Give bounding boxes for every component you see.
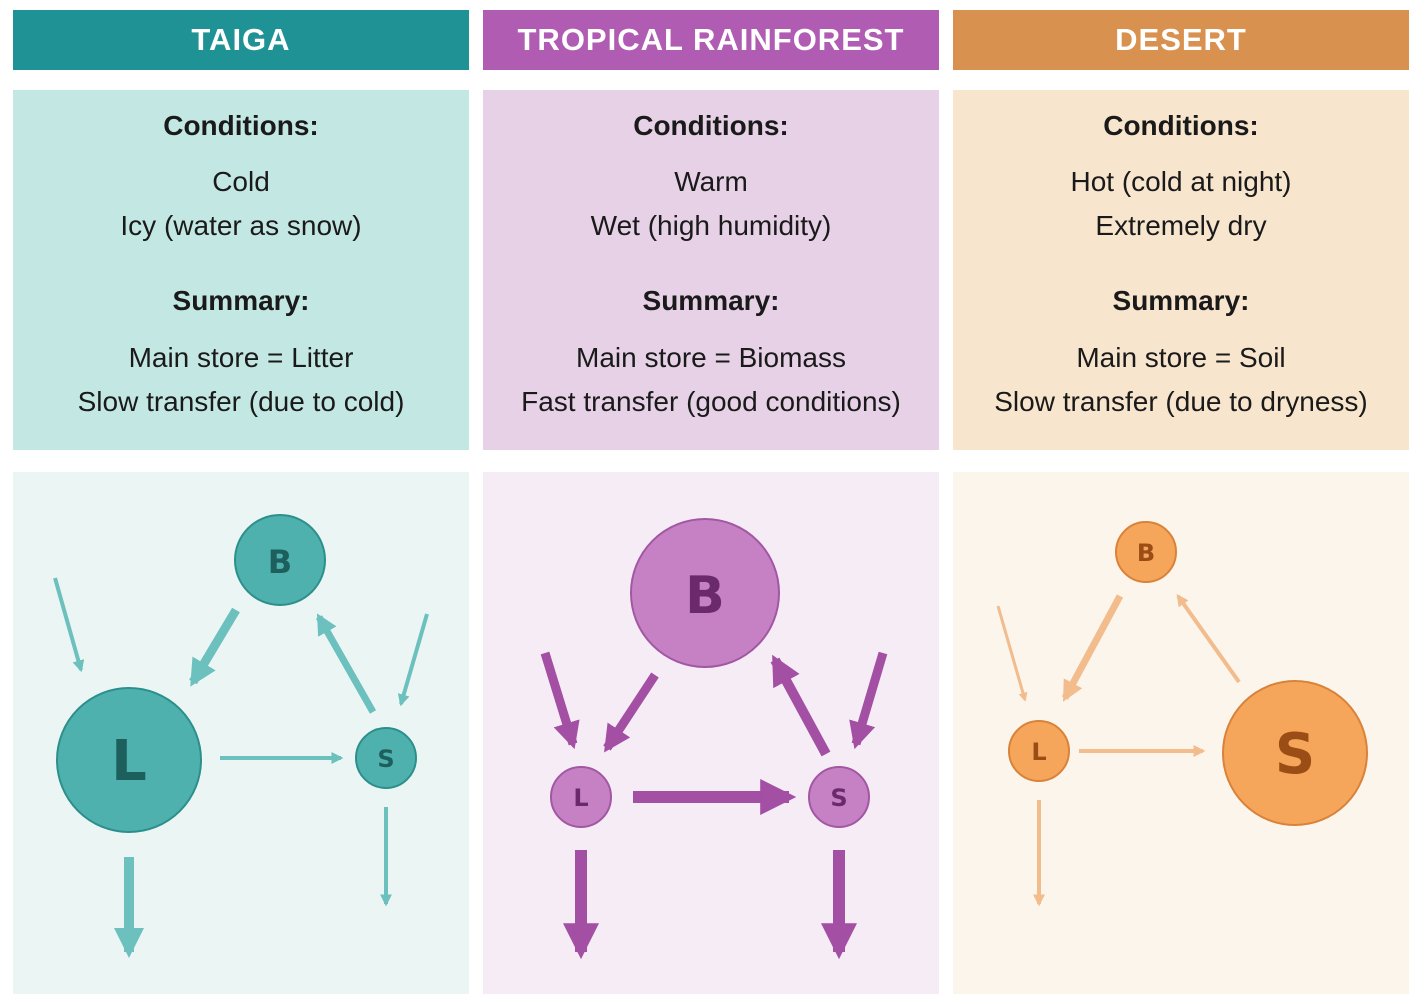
biomass-node: B — [630, 518, 780, 668]
nutrient-cycle-svg: B L S — [540, 518, 888, 960]
arrow-soil-to-biomass — [770, 654, 831, 757]
arrow-input-soil — [397, 613, 429, 707]
biome-info-panel: Conditions: Hot (cold at night) Extremel… — [953, 90, 1409, 450]
conditions-heading: Conditions: — [1103, 110, 1259, 141]
summary-line: Main store = Soil — [1076, 342, 1286, 373]
litter-node: L — [1008, 720, 1070, 782]
soil-node: S — [808, 766, 870, 828]
litter-node: L — [550, 766, 612, 828]
litter-label: L — [1031, 738, 1046, 766]
biomass-node: B — [234, 514, 326, 606]
soil-circle — [1222, 680, 1368, 826]
biome-title: TROPICAL RAINFOREST — [483, 10, 939, 70]
condition-line: Cold — [212, 166, 270, 197]
litter-label: L — [111, 729, 147, 794]
soil-label: S — [1275, 722, 1315, 787]
arrow-input-litter — [540, 651, 580, 750]
nutrient-cycle-diagram: B L S — [953, 472, 1409, 994]
soil-circle — [808, 766, 870, 828]
arrow-biomass-to-litter — [1061, 594, 1124, 702]
soil-node: S — [355, 727, 417, 789]
biomass-circle — [630, 518, 780, 668]
litter-label: L — [573, 784, 588, 812]
summary-heading: Summary: — [642, 285, 780, 316]
condition-line: Wet (high humidity) — [590, 210, 832, 241]
summary-line: Fast transfer (good conditions) — [521, 386, 901, 417]
nutrient-cycle-diagram: B L S — [483, 472, 939, 994]
biome-title: TAIGA — [13, 10, 469, 70]
litter-circle — [550, 766, 612, 828]
arrow-soil-to-biomass — [315, 613, 377, 714]
summary-line: Main store = Litter — [128, 342, 354, 373]
nutrient-cycle-diagram: B L S — [13, 472, 469, 994]
condition-line: Extremely dry — [1095, 210, 1267, 241]
arrow-soil-to-biomass — [1176, 594, 1241, 684]
biomass-label: B — [685, 566, 725, 626]
summary-heading: Summary: — [172, 285, 310, 316]
arrow-input-litter — [996, 605, 1028, 702]
biome-info-panel: Conditions: Cold Icy (water as snow) Sum… — [13, 90, 469, 450]
biomass-label: B — [1137, 539, 1155, 567]
biomass-circle — [234, 514, 326, 606]
soil-node: S — [1222, 680, 1368, 826]
litter-circle — [56, 687, 202, 833]
litter-node: L — [56, 687, 202, 833]
conditions-heading: Conditions: — [163, 110, 319, 141]
summary-heading: Summary: — [1112, 285, 1250, 316]
nutrient-cycle-svg: B L S — [996, 521, 1368, 907]
biome-info-panel: Conditions: Warm Wet (high humidity) Sum… — [483, 90, 939, 450]
condition-line: Warm — [674, 166, 748, 197]
condition-line: Hot (cold at night) — [1070, 166, 1292, 197]
nutrient-cycle-svg: B L S — [53, 514, 429, 958]
summary-line: Slow transfer (due to dryness) — [994, 386, 1368, 417]
condition-line: Icy (water as snow) — [120, 210, 362, 241]
biome-column-rainforest: TROPICAL RAINFOREST Conditions: Warm Wet… — [483, 0, 939, 1004]
arrow-biomass-to-litter — [189, 607, 240, 687]
litter-circle — [1008, 720, 1070, 782]
arrow-input-soil — [849, 651, 888, 750]
soil-label: S — [830, 784, 847, 812]
biome-column-taiga: TAIGA Conditions: Cold Icy (water as sno… — [13, 0, 469, 1004]
summary-line: Main store = Biomass — [576, 342, 846, 373]
biome-column-desert: DESERT Conditions: Hot (cold at night) E… — [953, 0, 1409, 1004]
biome-title: DESERT — [953, 10, 1409, 70]
biomass-label: B — [268, 543, 292, 581]
summary-line: Slow transfer (due to cold) — [77, 386, 405, 417]
soil-circle — [355, 727, 417, 789]
conditions-heading: Conditions: — [633, 110, 789, 141]
arrow-biomass-to-litter — [603, 672, 659, 753]
biomass-circle — [1115, 521, 1177, 583]
biomass-node: B — [1115, 521, 1177, 583]
soil-label: S — [377, 745, 394, 773]
arrow-input-litter — [53, 577, 85, 673]
